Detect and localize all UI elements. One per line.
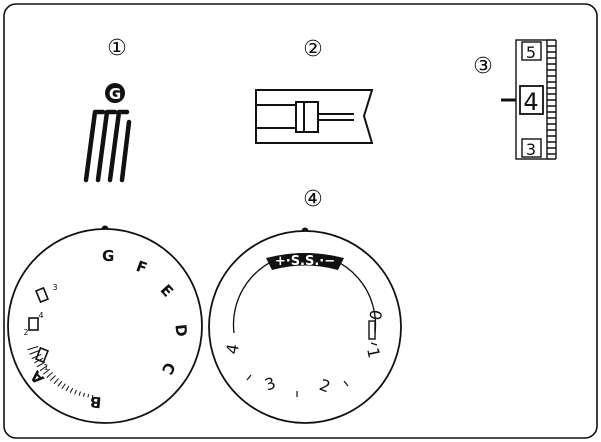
ss-badge-label: +·S.S.·−: [275, 254, 335, 269]
stitch-letter: G: [109, 85, 121, 103]
dial-letter-b: B: [89, 393, 102, 412]
callout-1: ①: [107, 36, 127, 61]
dial-tick: [57, 380, 63, 387]
stretch-stitch-icon: [28, 317, 39, 331]
length-number-4: 4: [222, 342, 242, 355]
ss-badge: [266, 253, 344, 270]
dial-letter-d: D: [171, 323, 190, 337]
callout-2: ②: [303, 37, 323, 62]
icon-label-3: 3: [52, 283, 57, 292]
icon-label-2: 2: [23, 328, 28, 337]
callout-3: ③: [473, 54, 493, 79]
scale-value-3: 3: [526, 140, 536, 159]
stitch-length-dial: +·S.S.·− 0 1 2 3 4: [208, 227, 402, 424]
dial-tick: [61, 383, 66, 390]
callout-4: ④: [303, 187, 323, 212]
dial-tick: [65, 385, 70, 392]
dial-tick: [74, 389, 77, 395]
pattern-icon: [35, 346, 49, 364]
dial-tick: [78, 391, 81, 396]
dial-letter-g: G: [102, 247, 115, 265]
dial-tick: [53, 378, 59, 385]
dial-tick: [29, 350, 40, 355]
dial-tick: [46, 372, 53, 379]
dial-tick: [91, 394, 94, 398]
dial-tick: [27, 345, 39, 351]
zigzag-stitch-icon: G: [83, 83, 132, 183]
dial-tick: [87, 393, 90, 398]
icon-label-1: 1: [43, 363, 48, 372]
buttonhole-step-icon: [35, 286, 49, 304]
dial-tick: [69, 387, 74, 393]
length-number-1: 1: [363, 346, 384, 360]
length-number-0: 0: [365, 308, 385, 321]
dial-tick: [82, 392, 86, 397]
scale-value-5: 5: [526, 43, 536, 62]
dial-tick: [42, 368, 51, 375]
stitch-length-scale: 5 4 3: [501, 39, 557, 160]
scale-value-4: 4: [523, 88, 538, 116]
dial-tick: [39, 365, 48, 372]
sewing-foot-icon: [255, 89, 374, 144]
pattern-dial: G F E D C B A 3 4 2 1: [7, 225, 203, 424]
icon-label-4: 4: [38, 311, 43, 320]
length-indicator: [368, 320, 376, 340]
dial-tick: [49, 375, 56, 382]
